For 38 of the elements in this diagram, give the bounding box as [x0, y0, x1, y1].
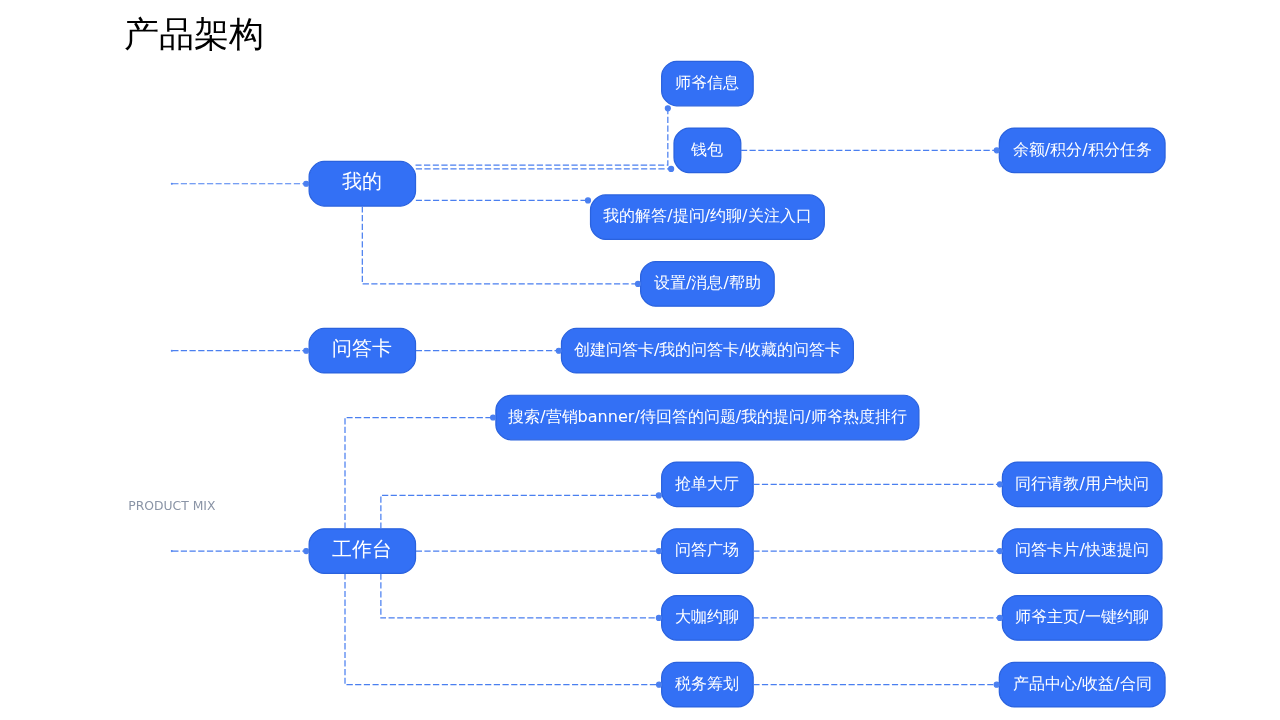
node-box: 抢单大厅 [661, 461, 754, 508]
node-box: 钱包 [673, 127, 742, 174]
label: PRODUCT MIX [128, 498, 216, 513]
connector [380, 573, 662, 621]
connector [752, 681, 1000, 688]
connector [344, 414, 497, 530]
connector [415, 165, 675, 172]
connector [171, 183, 305, 185]
connector [415, 197, 592, 204]
node-box: 问答卡片/快速提问 [1001, 528, 1163, 574]
node-box: 税务筹划 [661, 661, 754, 708]
connector [740, 147, 1000, 154]
connector [415, 347, 562, 354]
node-box: 创建问答卡/我的问答卡/收藏的问答卡 [560, 327, 854, 374]
node-box: 工作台 [308, 528, 417, 574]
connector [171, 550, 305, 552]
connector [361, 205, 642, 288]
node-box: 师爷信息 [661, 60, 754, 107]
connector [752, 614, 1003, 621]
connector [752, 481, 1003, 488]
node-box: 搜索/营销banner/待回答的问题/我的提问/师爷热度排行 [495, 394, 920, 441]
node-box: 大咖约聊 [661, 595, 754, 641]
node-box: 我的解答/提问/约聊/关注入口 [589, 194, 825, 240]
diagram-title: 产品架构 [124, 13, 265, 54]
node-box: 同行请教/用户快问 [1001, 461, 1163, 508]
connector [344, 573, 663, 688]
node-box: 余额/积分/积分任务 [998, 127, 1166, 174]
node-box: 问答广场 [661, 528, 754, 574]
connector [380, 492, 662, 530]
node-box: 产品中心/收益/合同 [998, 661, 1166, 708]
node-box: 我的 [308, 160, 417, 207]
node-box: 问答卡 [308, 327, 417, 374]
connector [414, 105, 671, 166]
connector [415, 548, 663, 555]
connector [752, 548, 1003, 555]
node-box: 设置/消息/帮助 [640, 261, 775, 307]
connector [171, 350, 305, 352]
node-box: 师爷主页/一键约聊 [1001, 595, 1163, 641]
